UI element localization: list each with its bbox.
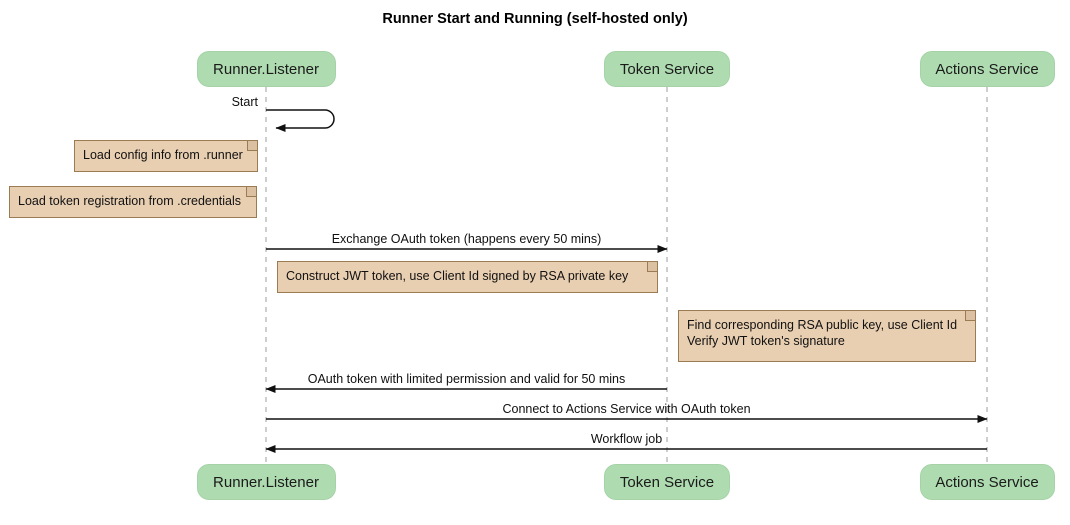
participant-token-top[interactable]: Token Service [604,51,730,87]
note-fold-corner-icon [247,141,257,151]
participant-label: Runner.Listener [213,473,319,491]
note-load-token-registration: Load token registration from .credential… [9,186,257,218]
message-arrow-start [266,109,335,132]
note-fold-corner-icon [246,187,256,197]
note-text: Construct JWT token, use Client Id signe… [286,269,629,283]
participant-runner-bottom[interactable]: Runner.Listener [196,464,336,500]
participant-actions-bottom[interactable]: Actions Service [919,464,1055,500]
participant-actions-top[interactable]: Actions Service [919,51,1055,87]
note-text: Find corresponding RSA public key, use C… [687,318,958,348]
message-label-start: Start [231,95,258,109]
message-label-workflow-job: Workflow job [590,432,663,446]
message-label-oauth-token-return: OAuth token with limited permission and … [307,372,626,386]
note-text: Load config info from .runner [83,148,243,162]
participant-label: Runner.Listener [213,60,319,78]
participant-label: Actions Service [935,60,1039,78]
message-label-connect-actions: Connect to Actions Service with OAuth to… [502,402,751,416]
participant-runner-top[interactable]: Runner.Listener [196,51,336,87]
note-fold-corner-icon [647,262,657,272]
lifelines-group [265,87,988,464]
participant-label: Actions Service [935,473,1039,491]
note-text: Load token registration from .credential… [18,194,242,208]
arrows-group [265,109,988,453]
note-load-config: Load config info from .runner [74,140,258,172]
participant-label: Token Service [619,60,715,78]
note-fold-corner-icon [965,311,975,321]
participant-label: Token Service [619,473,715,491]
participant-token-bottom[interactable]: Token Service [604,464,730,500]
note-construct-jwt: Construct JWT token, use Client Id signe… [277,261,658,293]
note-verify-jwt: Find corresponding RSA public key, use C… [678,310,976,362]
message-label-exchange-oauth: Exchange OAuth token (happens every 50 m… [331,232,602,246]
diagram-title: Runner Start and Running (self-hosted on… [382,11,688,27]
